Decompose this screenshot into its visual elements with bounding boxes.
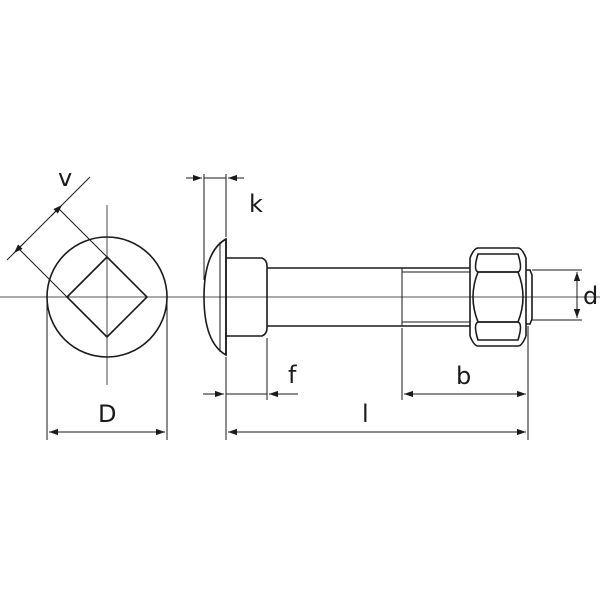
label-l: l xyxy=(362,400,369,428)
label-f: f xyxy=(288,361,297,389)
v-extension-left xyxy=(17,247,68,298)
v-arrow-right xyxy=(50,204,63,217)
side-view: k d f b l xyxy=(186,174,598,440)
front-view: v D xyxy=(6,164,168,440)
square-neck xyxy=(65,255,149,339)
v-arrow-left xyxy=(13,241,26,254)
label-b: b xyxy=(456,362,471,390)
label-v: v xyxy=(58,164,72,192)
bolt-neck xyxy=(225,257,268,337)
bolt-head-dome xyxy=(203,237,227,357)
nut-corner-chamfers xyxy=(469,247,527,347)
nut-flat-bottom xyxy=(474,321,522,341)
bolt-end xyxy=(526,269,533,325)
head-circle xyxy=(46,236,168,358)
nut-flat-top xyxy=(474,253,522,273)
label-k: k xyxy=(249,190,263,218)
label-d: d xyxy=(583,282,598,310)
v-extension-right xyxy=(57,207,108,258)
label-D: D xyxy=(98,400,116,428)
